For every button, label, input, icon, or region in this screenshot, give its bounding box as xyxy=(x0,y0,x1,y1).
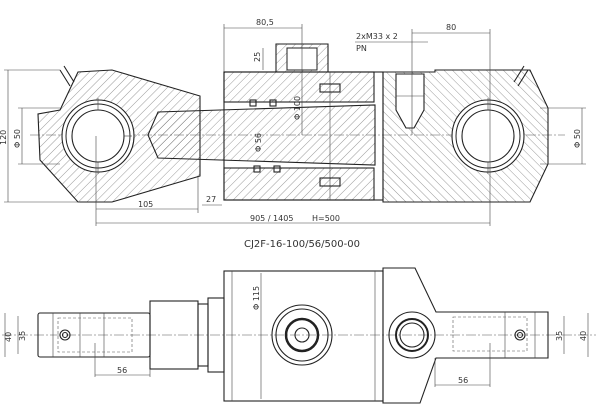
drawing-title: CJ2F-16-100/56/500-00 xyxy=(244,239,360,250)
top-view-dimensions: 40 35 56 56 35 40 Φ 115 xyxy=(4,286,588,385)
dim-rod-end-length: 105 xyxy=(138,200,153,209)
dim-right-port-offset: 80 xyxy=(446,23,456,32)
grease-nipple-left xyxy=(59,65,75,87)
barrel-top xyxy=(223,270,384,402)
grease-nipple-right xyxy=(513,65,529,87)
port-top-left xyxy=(271,304,333,366)
port-right xyxy=(395,73,425,129)
dim-left-length: 56 xyxy=(117,366,127,375)
dim-port-spacing: 80,5 xyxy=(256,18,274,27)
section-view xyxy=(4,24,586,226)
dim-right-length: 56 xyxy=(458,376,468,385)
dim-left-eye-dia: Φ 50 xyxy=(13,129,22,148)
dim-overall-height: 120 xyxy=(0,130,8,145)
port-top-right xyxy=(388,311,436,359)
dim-right-eye-dia: Φ 50 xyxy=(573,129,582,148)
dim-port-thread: 2xM33 x 2 xyxy=(356,32,398,41)
section-dimensions: 80,5 25 2xM33 x 2 PN 80 120 Φ 50 Φ 50 Φ … xyxy=(0,18,582,223)
top-view xyxy=(2,267,596,404)
dim-left-width-inner: 35 xyxy=(18,331,27,341)
dim-barrel-dia: Φ 115 xyxy=(252,286,261,310)
dim-bore-dia: Φ 100 xyxy=(293,96,302,120)
dim-total-length: 905 / 1405 xyxy=(250,214,293,223)
dim-port-label: PN xyxy=(356,44,367,53)
dim-right-width-inner: 35 xyxy=(555,331,564,341)
right-clevis-top xyxy=(382,267,549,404)
dim-gap: 27 xyxy=(206,195,216,204)
dim-rod-dia: Φ 56 xyxy=(254,133,263,152)
dim-stroke: H=500 xyxy=(312,214,340,223)
dim-port-height: 25 xyxy=(253,52,262,62)
dim-right-width-outer: 40 xyxy=(579,331,588,341)
dim-left-width-outer: 40 xyxy=(4,332,13,342)
